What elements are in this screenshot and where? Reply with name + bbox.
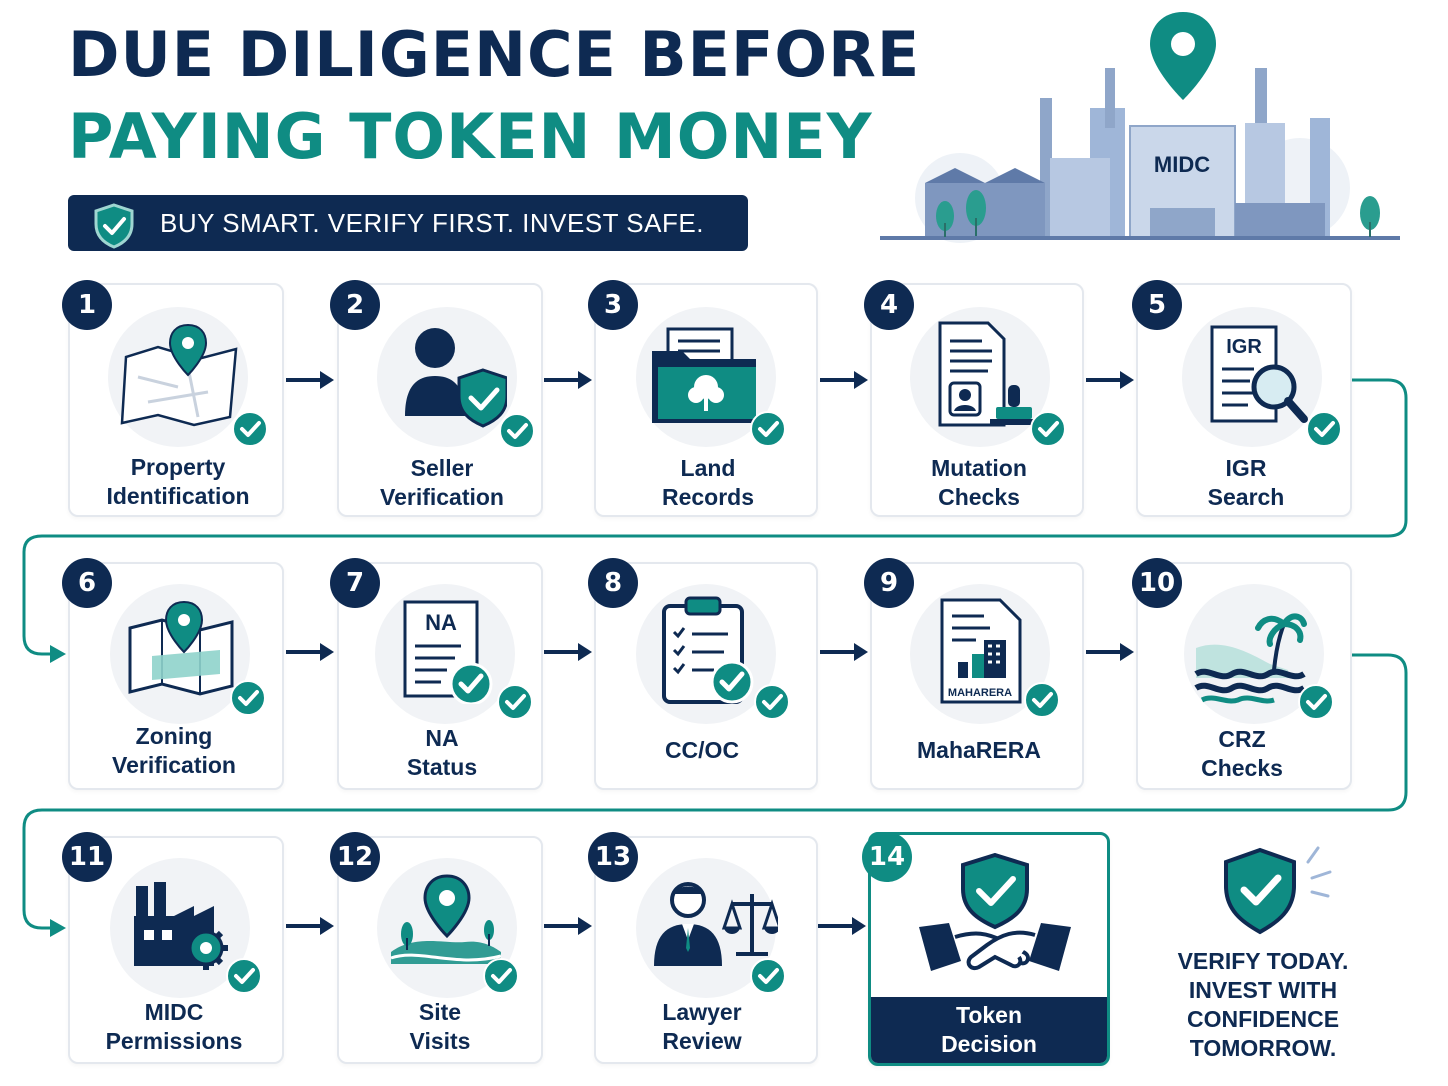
step-number-badge: 11: [62, 832, 112, 882]
maharera-icon-text: MAHARERA: [948, 687, 1012, 699]
magnifier-document-icon: IGR: [1210, 325, 1308, 423]
step-label: Lawyer Review: [662, 999, 742, 1054]
coast-palm-icon: [1194, 613, 1307, 704]
na-document-icon: NA: [403, 600, 493, 704]
check-icon: [232, 411, 268, 447]
lawyer-scales-icon: [654, 882, 778, 966]
step-number-badge: 8: [588, 558, 638, 608]
step-card-8: CC/OC: [594, 562, 818, 790]
person-shield-icon: [405, 328, 507, 428]
final-step-bar: Token Decision: [871, 997, 1107, 1063]
check-icon: [750, 958, 786, 994]
arrow-right-icon: [820, 643, 868, 661]
step-number-badge: 13: [588, 832, 638, 882]
step-number-badge: 3: [588, 280, 638, 330]
arrow-right-icon: [544, 371, 592, 389]
page-title-line-2: PAYING TOKEN MONEY: [68, 100, 873, 173]
step-label: IGR Search: [1207, 455, 1285, 510]
step-label: NA Status: [406, 725, 478, 780]
location-pin-icon: [1150, 12, 1216, 100]
building-sign-text: MIDC: [1154, 152, 1210, 177]
folder-tree-icon: [652, 327, 756, 423]
check-icon: [483, 958, 519, 994]
step-number-badge: 7: [330, 558, 380, 608]
zoning-map-icon: [128, 600, 234, 696]
landscape-pin-icon: [390, 874, 502, 964]
arrow-right-icon: [544, 643, 592, 661]
document-stamp-icon: [938, 321, 1038, 427]
step-number-badge: 14: [862, 832, 912, 882]
arrow-right-icon: [1086, 371, 1134, 389]
step-number-badge: 9: [864, 558, 914, 608]
check-icon: [226, 958, 262, 994]
step-label: Token Decision: [941, 1002, 1037, 1057]
check-icon: [499, 413, 535, 449]
step-card-3: Land Records: [594, 283, 818, 517]
step-number-badge: 5: [1132, 280, 1182, 330]
arrow-right-icon: [818, 917, 866, 935]
handshake-shield-icon: [919, 853, 1071, 971]
shield-check-icon: [94, 203, 134, 249]
step-card-11: MIDC Permissions: [68, 836, 284, 1064]
check-icon: [754, 684, 790, 720]
step-label: Property Identification: [106, 454, 250, 509]
step-number-badge: 12: [330, 832, 380, 882]
check-icon: [1306, 411, 1342, 447]
clipboard-checklist-icon: [662, 596, 754, 704]
factory-gear-icon: [134, 882, 228, 970]
arrow-right-icon: [544, 917, 592, 935]
step-label: CC/OC: [664, 737, 740, 763]
step-number-badge: 1: [62, 280, 112, 330]
tagline-text: BUY SMART. VERIFY FIRST. INVEST SAFE.: [160, 208, 704, 238]
na-icon-text: NA: [425, 610, 457, 635]
step-label: Site Visits: [409, 999, 471, 1054]
step-label: Zoning Verification: [112, 723, 236, 778]
page-title-line-1: DUE DILIGENCE BEFORE: [68, 18, 921, 91]
step-number-badge: 6: [62, 558, 112, 608]
tagline-banner: BUY SMART. VERIFY FIRST. INVEST SAFE.: [68, 195, 748, 251]
check-icon: [497, 684, 533, 720]
maharera-document-icon: MAHARERA: [940, 598, 1022, 704]
step-number-badge: 10: [1132, 558, 1182, 608]
check-icon: [1030, 411, 1066, 447]
closing-shield-check-icon: [1224, 846, 1332, 935]
map-pin-icon: [120, 323, 238, 427]
check-icon: [1024, 682, 1060, 718]
step-card-14: Token Decision: [868, 832, 1110, 1066]
step-label: MahaRERA: [917, 737, 1041, 763]
step-card-13: Lawyer Review: [594, 836, 818, 1064]
arrow-right-icon: [286, 371, 334, 389]
step-label: Seller Verification: [380, 455, 504, 510]
check-icon: [750, 411, 786, 447]
step-card-9: MAHARERA MahaRERA: [870, 562, 1084, 790]
check-icon: [1298, 684, 1334, 720]
closing-message: VERIFY TODAY. INVEST WITH CONFIDENCE TOM…: [1177, 948, 1349, 1061]
arrow-right-icon: [820, 371, 868, 389]
igr-icon-text: IGR: [1226, 336, 1262, 358]
arrow-right-icon: [1086, 643, 1134, 661]
arrow-right-icon: [286, 643, 334, 661]
check-icon: [230, 680, 266, 716]
step-label: CRZ Checks: [1201, 726, 1283, 781]
step-number-badge: 4: [864, 280, 914, 330]
step-label: Land Records: [661, 455, 755, 510]
arrow-right-icon: [286, 917, 334, 935]
step-label: Mutation Checks: [931, 455, 1027, 510]
step-number-badge: 2: [330, 280, 380, 330]
step-label: MIDC Permissions: [105, 999, 243, 1054]
industrial-skyline-illustration: MIDC: [880, 12, 1400, 243]
